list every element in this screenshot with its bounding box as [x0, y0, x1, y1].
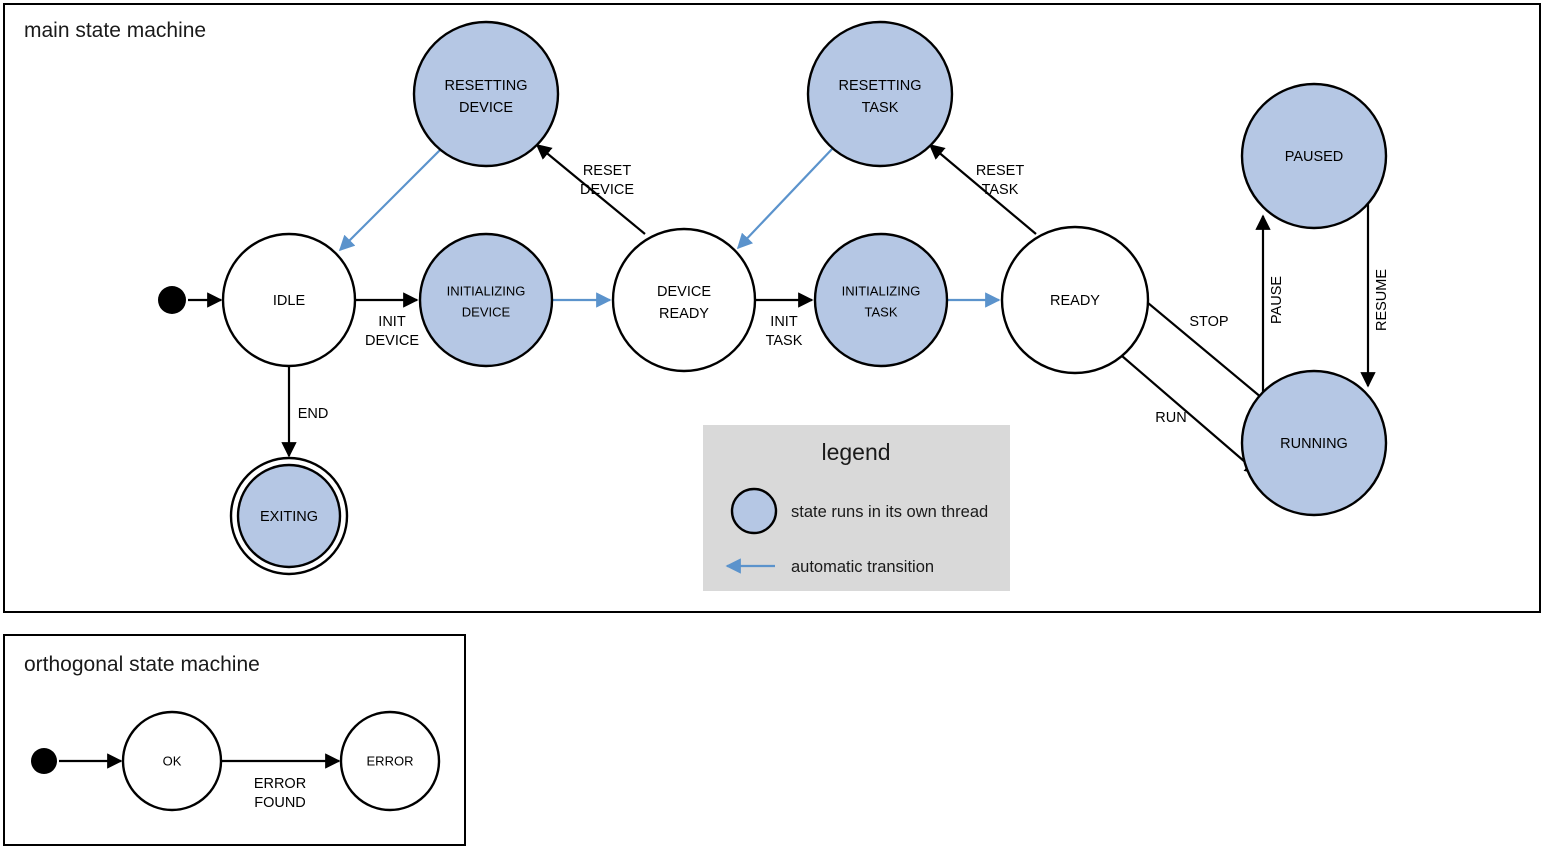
state-resetting-device-label-line2: DEVICE [459, 100, 513, 116]
edge-label-error-found-line2: FOUND [254, 795, 306, 811]
edge-label-reset-task-line1: RESET [976, 163, 1024, 179]
edge-label-init-device-line1: INIT [378, 314, 406, 330]
edge-label-reset-device-line2: DEVICE [580, 182, 634, 198]
edge-label-init-task-line2: TASK [766, 333, 803, 349]
state-running-label: RUNNING [1280, 436, 1348, 452]
edge-label-init-device-line2: DEVICE [365, 333, 419, 349]
edge-label-run: RUN [1155, 410, 1186, 426]
state-ready[interactable] [1000, 225, 1150, 375]
edge-label-stop: STOP [1189, 314, 1228, 330]
state-idle[interactable] [221, 232, 357, 368]
legend-item-0-text: state runs in its own thread [791, 503, 988, 521]
state-device-ready[interactable] [611, 227, 757, 373]
state-initializing-task-label-line1: INITIALIZING [842, 283, 921, 298]
legend-item-1-text: automatic transition [791, 558, 934, 576]
orthogonal-frame-border [3, 634, 466, 846]
state-device-ready-label-line2: READY [659, 306, 709, 322]
state-resetting-device-label-line1: RESETTING [445, 78, 528, 94]
state-paused-label: PAUSED [1285, 149, 1344, 165]
orthogonal-frame-title: orthogonal state machine [24, 653, 260, 676]
state-resetting-task-label-line1: RESETTING [839, 78, 922, 94]
state-device-ready-label-line1: DEVICE [657, 284, 711, 300]
legend-threaded-state-icon [730, 487, 778, 535]
state-initializing-device[interactable] [418, 232, 554, 368]
main-frame-title: main state machine [24, 19, 206, 42]
state-ok-label: OK [163, 753, 182, 768]
edge-label-pause: PAUSE [1269, 276, 1285, 324]
state-error[interactable] [339, 710, 441, 812]
transition-resetting-task-to-device-ready [736, 147, 834, 250]
state-exiting-label: EXITING [260, 509, 318, 525]
state-ok[interactable] [121, 710, 223, 812]
transition-device-ready-to-resetting-device [535, 144, 646, 235]
transition-ready-to-resetting-task [928, 144, 1037, 235]
state-error-label: ERROR [367, 753, 414, 768]
edge-label-end: END [298, 406, 329, 422]
state-idle-label: IDLE [273, 293, 306, 309]
edge-label-error-found-line1: ERROR [254, 776, 306, 792]
edge-label-reset-task-line2: TASK [982, 182, 1019, 198]
state-initializing-device-label-line1: INITIALIZING [447, 283, 526, 298]
state-paused[interactable] [1240, 82, 1388, 230]
state-resetting-task-label-line2: TASK [862, 100, 899, 116]
main-frame-border [3, 3, 1541, 613]
edge-label-resume: RESUME [1374, 269, 1390, 331]
edge-label-init-task-line1: INIT [770, 314, 798, 330]
state-initializing-task-label-line2: TASK [865, 304, 898, 319]
edge-label-reset-device-line1: RESET [583, 163, 631, 179]
transition-ready-to-running [1121, 355, 1261, 476]
legend-title: legend [821, 439, 890, 465]
state-resetting-device[interactable] [412, 20, 560, 168]
state-initializing-device-label-line2: DEVICE [462, 304, 511, 319]
state-ready-label: READY [1050, 293, 1100, 309]
transition-resetting-device-to-idle [338, 149, 441, 252]
state-resetting-task[interactable] [806, 20, 954, 168]
initial-state-marker [158, 286, 186, 314]
orthogonal-initial-state-marker [31, 748, 57, 774]
transition-running-to-ready [1128, 287, 1263, 399]
state-initializing-task[interactable] [813, 232, 949, 368]
state-running[interactable] [1240, 369, 1388, 517]
state-exiting[interactable] [236, 463, 342, 569]
